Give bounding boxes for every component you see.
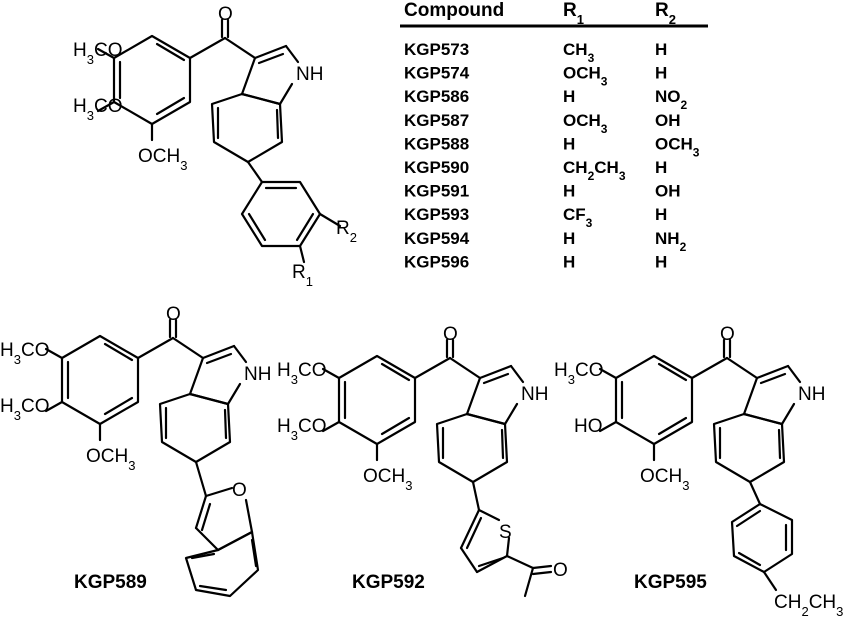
- kgp592-nh: NH: [521, 384, 548, 405]
- table-header-r2: R2: [655, 0, 676, 27]
- kgp595-ethyl: CH2CH3: [774, 592, 843, 619]
- table-row: KGP594 H NH2: [404, 229, 687, 254]
- kgp592-carbonyl-oxygen: O: [443, 324, 458, 345]
- kgp595-methoxy-top: H3CO: [554, 360, 603, 387]
- table-cell-r2: H: [655, 64, 667, 83]
- table-cell-r2: H: [655, 205, 667, 224]
- table-row: KGP573 CH3 H: [404, 40, 667, 65]
- table-cell-r1: H: [563, 252, 575, 271]
- table-cell-r1: H: [563, 229, 575, 248]
- table-header-compound: Compound: [404, 0, 504, 21]
- general-nh: NH: [296, 64, 323, 85]
- table-cell-compound: KGP586: [404, 87, 469, 106]
- kgp595-methoxy-low: OCH3: [640, 466, 689, 493]
- kgp595-label: KGP595: [634, 572, 707, 593]
- kgp589-core-bonds: [44, 318, 248, 498]
- kgp589-methoxy-low: OCH3: [86, 446, 135, 473]
- table-cell-compound: KGP590: [404, 158, 469, 177]
- table-row: KGP586 H NO2: [404, 87, 688, 112]
- table-row: KGP588 H OCH3: [404, 134, 700, 159]
- table-row: KGP587 OCH3 OH: [404, 111, 681, 136]
- kgp592-label: KGP592: [352, 572, 425, 593]
- table-cell-r1: OCH3: [563, 64, 608, 89]
- kgp589-benzofuran-bonds: [184, 486, 260, 598]
- table-cell-r1: H: [563, 182, 575, 201]
- kgp595-nh: NH: [798, 384, 825, 405]
- table-cell-r1: H: [563, 134, 575, 153]
- kgp592-structure: H3CO H3CO OCH3 O NH S O KGP592: [277, 324, 568, 598]
- table-cell-r1: CH3: [563, 40, 595, 65]
- table-cell-r1: OCH3: [563, 111, 608, 136]
- table-cell-r1: CF3: [563, 205, 593, 230]
- table-cell-r2: OH: [655, 111, 681, 130]
- kgp592-thiophene-bonds: [459, 508, 553, 598]
- table-cell-r2: NH2: [655, 229, 687, 254]
- kgp589-label: KGP589: [74, 572, 147, 593]
- sub: 3: [87, 52, 94, 67]
- general-r1: R1: [292, 262, 313, 289]
- table-cell-compound: KGP588: [404, 134, 469, 153]
- table-cell-r2: NO2: [655, 87, 688, 112]
- table-cell-compound: KGP574: [404, 64, 470, 83]
- table-cell-r2: H: [655, 252, 667, 271]
- kgp589-methoxy-mid: H3CO: [0, 396, 49, 423]
- table-row: KGP591 H OH: [404, 182, 681, 201]
- general-methoxy-mid: H3CO: [73, 96, 122, 123]
- kgp592-acetyl-oxygen: O: [553, 560, 568, 581]
- table-cell-compound: KGP593: [404, 205, 469, 224]
- table-cell-r2: OCH3: [655, 134, 700, 159]
- table-cell-compound: KGP591: [404, 182, 469, 201]
- kgp592-core-bonds: [321, 338, 525, 512]
- table-cell-r1: CH2CH3: [563, 158, 626, 183]
- table-row: KGP596 H H: [404, 252, 667, 271]
- table-cell-compound: KGP587: [404, 111, 469, 130]
- general-carbonyl-oxygen: O: [218, 4, 233, 25]
- kgp595-hydroxy: HO: [574, 416, 603, 437]
- kgp589-structure: H3CO H3CO OCH3 O NH O KGP589: [0, 304, 271, 598]
- table-cell-r2: H: [655, 158, 667, 177]
- table-cell-r1: H: [563, 87, 575, 106]
- table-cell-r2: H: [655, 40, 667, 59]
- table-row: KGP590 CH2CH3 H: [404, 158, 667, 183]
- table-row: KGP593 CF3 H: [404, 205, 667, 230]
- kgp592-methoxy-top: H3CO: [277, 360, 326, 387]
- kgp592-thiophene-sulfur: S: [499, 522, 512, 543]
- general-methoxy-low: OCH3: [138, 146, 187, 173]
- table-row: KGP574 OCH3 H: [404, 64, 667, 89]
- kgp592-methoxy-mid: H3CO: [277, 416, 326, 443]
- general-structure: H3CO H3CO OCH3 O NH R2 R1: [73, 4, 357, 289]
- kgp595-ethylphenyl-bonds: [730, 502, 794, 592]
- kgp589-carbonyl-oxygen: O: [166, 304, 181, 325]
- kgp589-furan-oxygen: O: [232, 480, 247, 501]
- kgp595-carbonyl-oxygen: O: [720, 324, 735, 345]
- table-header-r1: R1: [563, 0, 584, 27]
- kgp592-methoxy-low: OCH3: [363, 466, 412, 493]
- table-cell-compound: KGP573: [404, 40, 469, 59]
- table-cell-compound: KGP596: [404, 252, 469, 271]
- kgp595-core-bonds: [598, 338, 802, 506]
- general-structure-bonds: [96, 18, 342, 264]
- table-cell-compound: KGP594: [404, 229, 470, 248]
- general-r2: R2: [336, 218, 357, 245]
- kgp589-methoxy-top: H3CO: [0, 340, 49, 367]
- table-cell-r2: OH: [655, 182, 681, 201]
- kgp595-structure: H3CO HO OCH3 O NH CH2CH3 KGP595: [554, 324, 843, 619]
- kgp589-nh: NH: [244, 364, 271, 385]
